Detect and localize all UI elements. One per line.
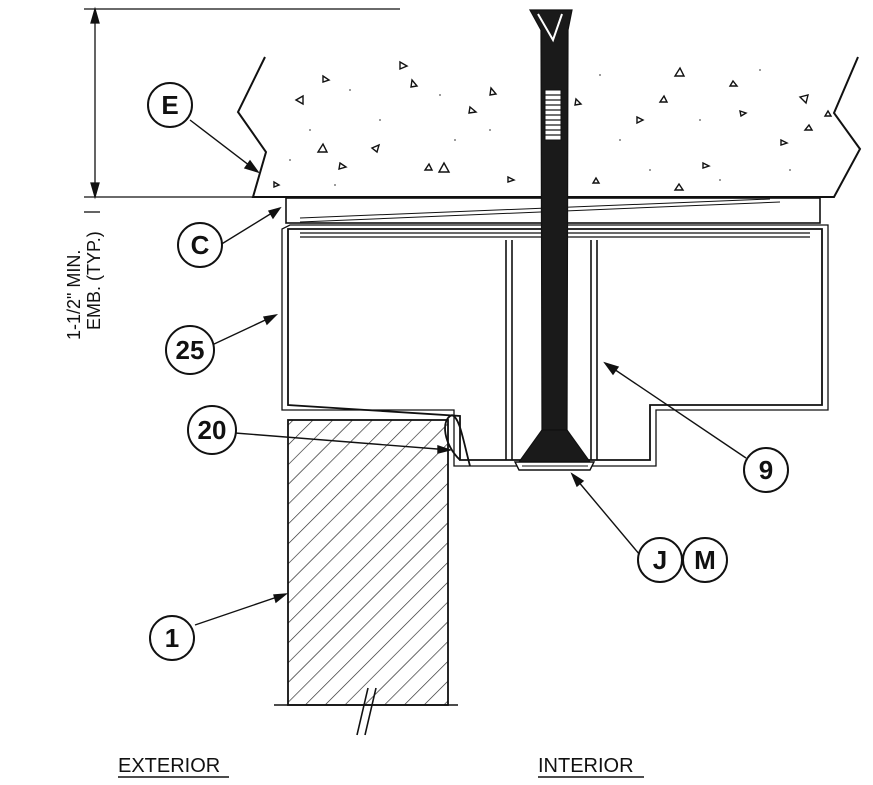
callout-9: 9 [743,447,789,493]
aggregate-dots [289,69,791,186]
callout-c-label: C [191,230,210,260]
exterior-label: EXTERIOR [118,755,220,777]
callout-c: C [177,222,223,268]
callout-20-label: 20 [198,415,227,445]
dimension-label-line2: EMB. (TYP.) [84,231,104,330]
callout-m-label: M [694,545,716,575]
interior-label: INTERIOR [538,755,634,777]
callout-e: E [147,82,193,128]
callout-m: M [682,537,728,583]
callout-j: J [637,537,683,583]
callout-25-label: 25 [176,335,205,365]
callout-1: 1 [149,615,195,661]
anchor-bolt [513,9,596,471]
dimension-label-line1: 1-1/2" MIN. [64,250,84,340]
wall-stud [274,419,458,736]
callout-e-label: E [161,90,178,120]
callout-9-label: 9 [759,455,773,485]
callout-20: 20 [187,405,237,455]
aggregate-marks [273,60,833,191]
spacer-sleeve [505,240,598,460]
callout-j-label: J [653,545,667,575]
leader-lines [189,119,747,626]
callout-25: 25 [165,325,215,375]
callout-1-label: 1 [165,623,179,653]
embedment-dimension [84,6,400,213]
